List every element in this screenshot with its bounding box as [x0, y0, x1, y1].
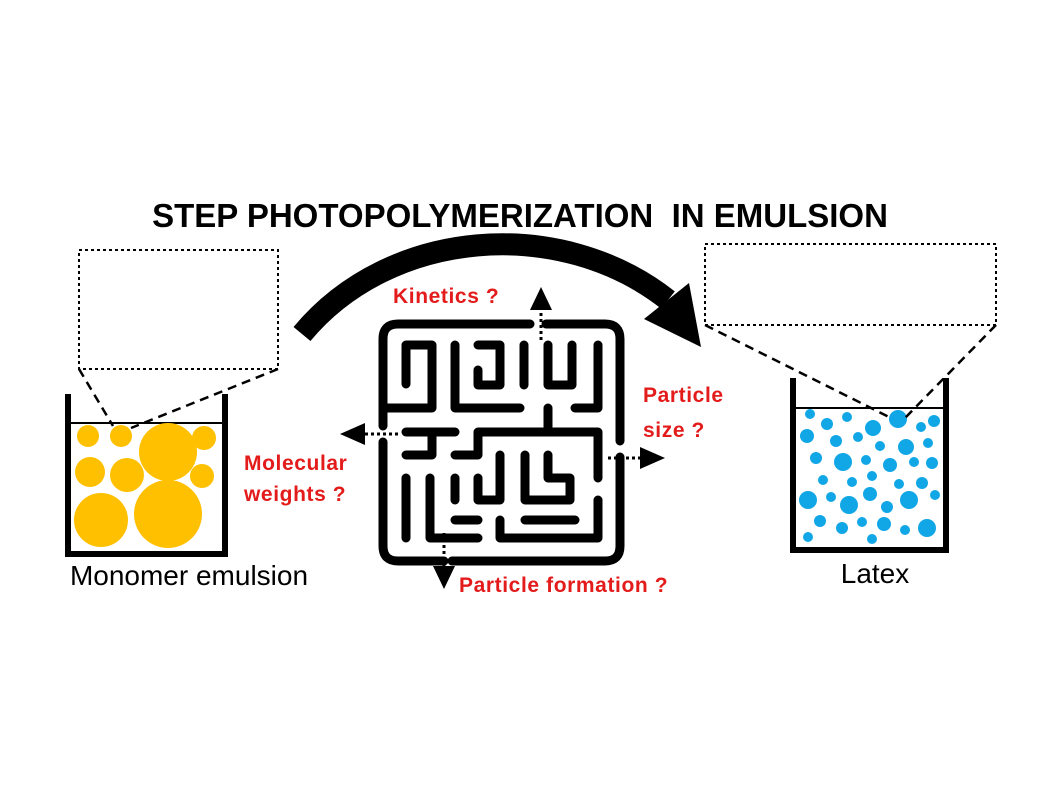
molecular-weights-question-line2: weights ?: [243, 483, 346, 506]
diagram-title: STEP PHOTOPOLYMERIZATION IN EMULSION: [152, 197, 888, 234]
kinetics-question: Kinetics ?: [393, 285, 499, 308]
molecular-weights-question-line1: Molecular: [244, 452, 347, 475]
particle-size-question-line1: Particle: [643, 384, 724, 407]
left-zoom-callout: [77, 249, 279, 430]
particle-size-arrow-icon: [608, 447, 665, 469]
particle-formation-question: Particle formation ?: [459, 574, 668, 597]
particle-formation-arrow-icon: [433, 533, 455, 589]
kinetics-arrow-icon: [530, 287, 552, 340]
maze-icon: [378, 319, 625, 566]
latex-beaker: [790, 378, 949, 553]
latex-particles: [799, 409, 940, 544]
latex-label: Latex: [841, 558, 910, 589]
right-zoom-callout: [704, 243, 997, 419]
monomer-emulsion-beaker: [65, 394, 228, 557]
particle-size-question-line2: size ?: [643, 419, 705, 442]
molecular-weights-arrow-icon: [340, 423, 398, 445]
curved-arrow-icon: [293, 233, 701, 347]
monomer-emulsion-label: Monomer emulsion: [70, 560, 308, 591]
monomer-droplets: [74, 423, 216, 548]
